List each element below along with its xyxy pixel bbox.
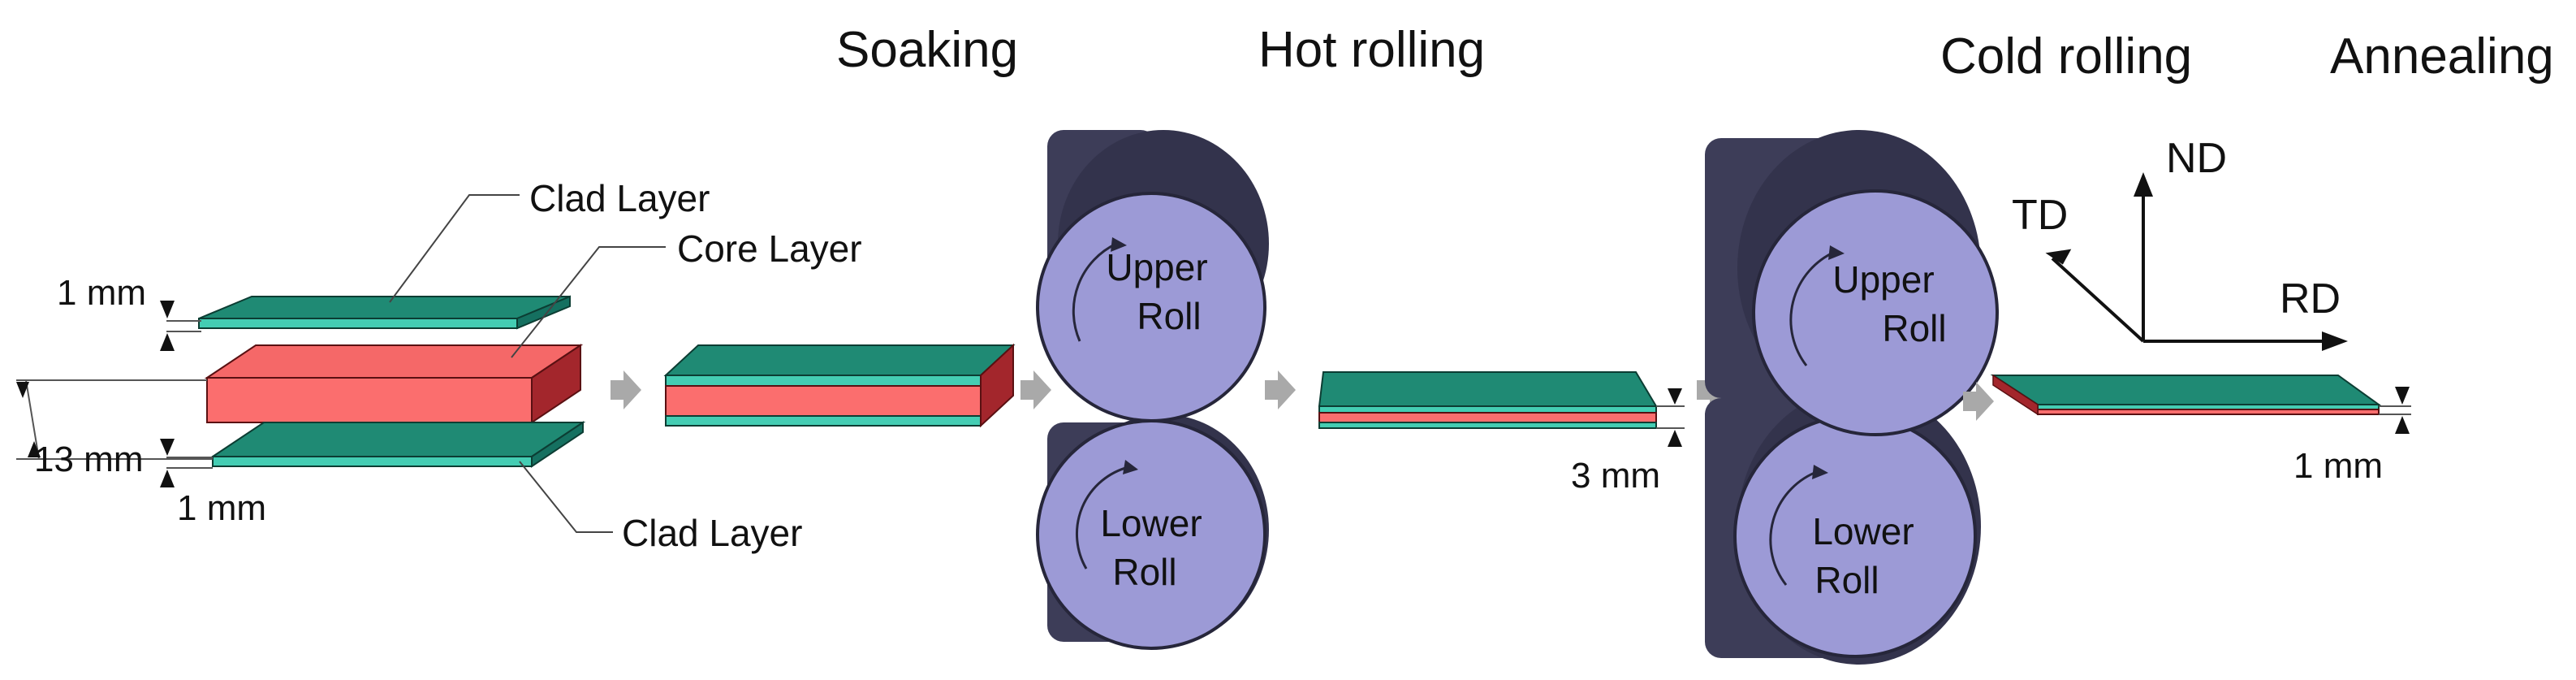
clad-layer-bottom-plate (209, 421, 586, 468)
total-thickness-label: 13 mm (34, 440, 143, 479)
hot-rolled-thickness-marker (1656, 388, 1685, 447)
hot-lower-roll: Lower Roll (1036, 414, 1269, 650)
cold-lower-roll-label-line1: Lower (1812, 510, 1914, 552)
clad-top-leader-line (389, 194, 520, 303)
cold-lower-roll: Lower Roll (1705, 388, 1981, 665)
td-axis-label: TD (2012, 192, 2068, 239)
core-layer-label: Core Layer (677, 227, 862, 270)
core-leader-line (511, 246, 666, 358)
process-arrow (1020, 370, 1051, 409)
hot-upper-roll-label-line2: Roll (1137, 295, 1201, 337)
clad-bottom-leader-line (519, 461, 613, 533)
hot-rolled-thickness-label: 3 mm (1571, 456, 1660, 496)
core-layer-plate (204, 344, 584, 424)
cold-rolled-thickness-marker (2379, 387, 2411, 434)
stage-label-hot-rolling: Hot rolling (1258, 22, 1485, 78)
hot-rolled-strip (1318, 371, 1658, 429)
orientation-axes: ND TD RD (2012, 135, 2348, 351)
rd-axis-label: RD (2280, 275, 2341, 323)
cold-upper-roll-label-line1: Upper (1832, 258, 1934, 301)
stage-label-cold-rolling: Cold rolling (1940, 28, 2192, 84)
clad-layer-top-plate (198, 295, 571, 330)
nd-axis-label: ND (2166, 135, 2227, 182)
td-axis-line (2051, 257, 2145, 343)
bottom-clad-thickness-marker (160, 439, 213, 487)
hot-lower-roll-label-line2: Roll (1112, 551, 1176, 593)
process-arrow (611, 370, 641, 409)
hot-upper-roll-label-line1: Upper (1106, 246, 1207, 288)
cold-rolled-thickness-label: 1 mm (2293, 446, 2383, 486)
cold-upper-roll: Upper Roll (1705, 130, 1999, 436)
stage-label-soaking: Soaking (836, 22, 1018, 78)
process-arrow (1265, 370, 1296, 409)
clad-layer-bottom-label: Clad Layer (622, 512, 802, 554)
hot-lower-roll-label-line1: Lower (1100, 502, 1202, 544)
top-clad-thickness-label: 1 mm (57, 273, 146, 313)
process-arrow (1963, 382, 1994, 421)
stage-label-annealing: Annealing (2330, 28, 2554, 84)
nd-arrowhead (2134, 172, 2153, 197)
top-clad-thickness-marker (160, 301, 201, 351)
cold-rolled-sheet (1990, 374, 2382, 416)
soaked-clad-slab (663, 343, 1016, 428)
clad-layer-top-label: Clad Layer (529, 177, 710, 219)
initial-layer-stack: Clad Layer Core Layer Clad Layer 1 mm 13… (16, 177, 862, 554)
cold-lower-roll-label-line2: Roll (1814, 559, 1879, 601)
hot-upper-roll: Upper Roll (1036, 130, 1269, 422)
rd-arrowhead (2322, 331, 2348, 351)
total-thickness-marker (16, 379, 213, 460)
bottom-clad-thickness-label: 1 mm (177, 488, 266, 528)
td-arrowhead (2045, 249, 2072, 265)
cold-upper-roll-label-line2: Roll (1882, 307, 1946, 349)
